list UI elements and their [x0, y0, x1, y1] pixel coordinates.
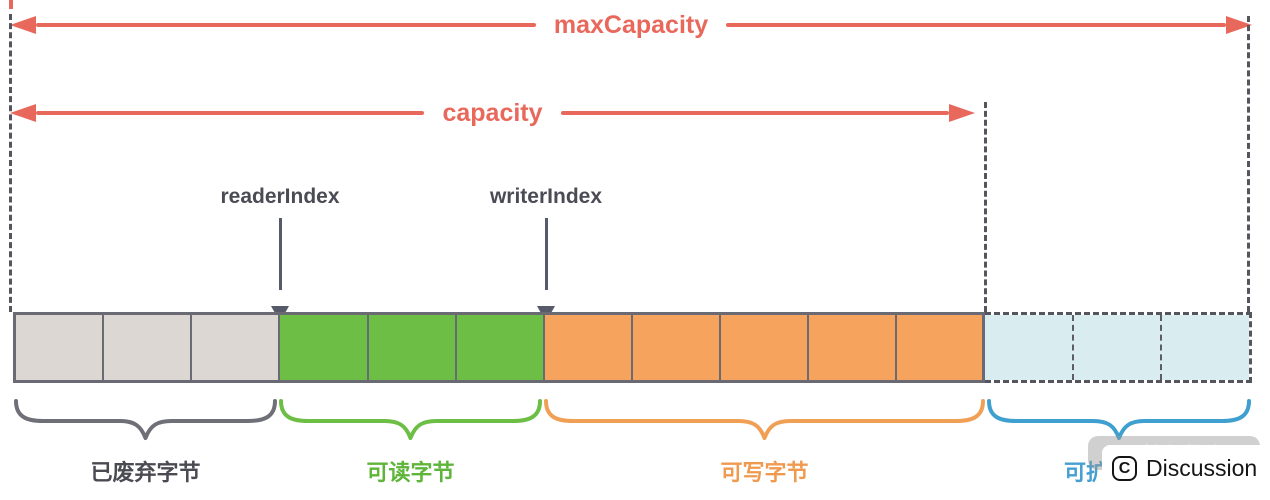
max-capacity-label: maxCapacity [553, 10, 709, 39]
expandable-bytes-brace [987, 399, 1251, 440]
byte-cell-readable [366, 315, 455, 380]
arrow-left-icon [10, 16, 36, 34]
byte-buffer-row [13, 312, 1252, 383]
arrow-line [36, 111, 425, 115]
allocated-cells-block [13, 312, 986, 383]
byte-cell-writable [718, 315, 807, 380]
byte-cell-readable [454, 315, 543, 380]
copyright-icon: C [1112, 456, 1137, 481]
byte-cell-writable [894, 315, 983, 380]
byte-cell-discarded [102, 315, 191, 380]
arrow-line [36, 23, 536, 27]
byte-cell-expandable [1160, 315, 1250, 380]
arrow-line [726, 23, 1226, 27]
discussion-badge-label: Discussion [1146, 455, 1258, 481]
writable-bytes-brace [544, 399, 985, 440]
expandable-bytes-segment [985, 315, 1250, 380]
byte-cell-expandable [1071, 315, 1161, 380]
discarded-bytes-segment [16, 315, 279, 380]
expandable-cells-block [985, 312, 1252, 383]
byte-cell-expandable [985, 315, 1072, 380]
writable-bytes-segment [542, 315, 983, 380]
byte-cell-readable [280, 315, 367, 380]
byte-cell-writable [544, 315, 631, 380]
writable-bytes-label: 可写字节 [720, 460, 809, 485]
red-tick-mark [9, 0, 13, 9]
left-boundary-dashed-line [9, 14, 12, 312]
arrow-right-icon [949, 104, 975, 122]
byte-cell-writable [806, 315, 895, 380]
arrow-line [560, 111, 949, 115]
readable-bytes-label: 可读字节 [366, 460, 455, 485]
discussion-badge: C Discussion [1102, 445, 1270, 492]
discarded-bytes-label: 已废弃字节 [90, 460, 201, 485]
max-capacity-arrow: maxCapacity [10, 10, 1252, 39]
byte-cell-discarded [190, 315, 279, 380]
discarded-bytes-brace [14, 399, 277, 440]
readable-bytes-segment [278, 315, 543, 380]
max-capacity-boundary-dashed-line [1247, 16, 1250, 312]
byte-cell-discarded [16, 315, 103, 380]
readable-bytes-brace [279, 399, 542, 440]
capacity-boundary-dashed-line [984, 102, 987, 312]
arrow-right-icon [1226, 16, 1252, 34]
capacity-label: capacity [442, 98, 543, 127]
writer-index-label: writerIndex [489, 185, 603, 208]
capacity-arrow: capacity [10, 98, 975, 127]
byte-cell-writable [630, 315, 719, 380]
arrow-left-icon [10, 104, 36, 122]
reader-index-label: readerIndex [220, 185, 340, 208]
